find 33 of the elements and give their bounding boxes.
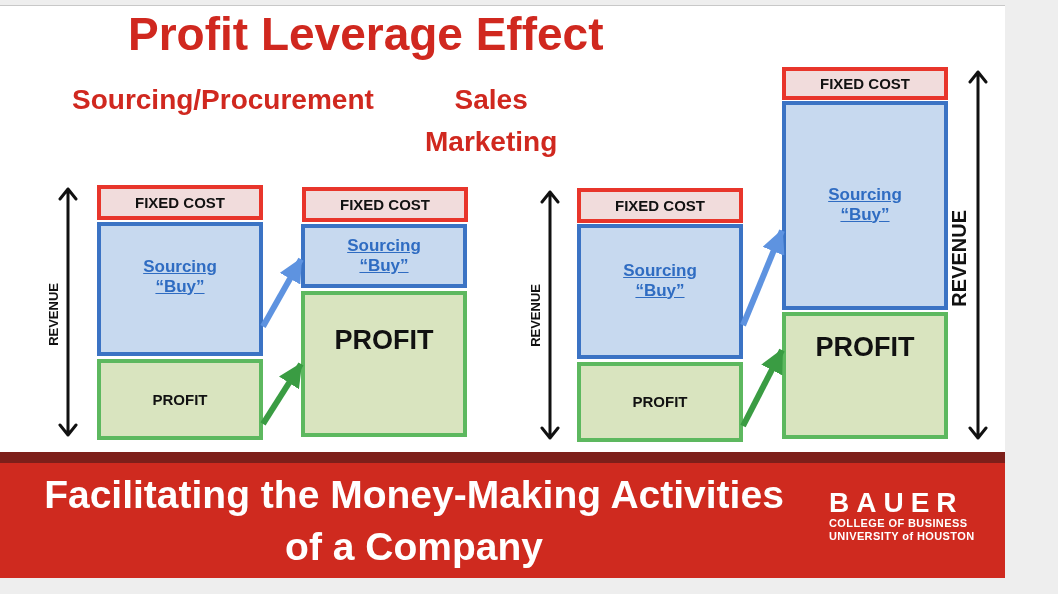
sourcing-segment xyxy=(301,224,467,288)
fixed-cost-segment xyxy=(577,188,743,223)
fixed-cost-segment xyxy=(782,67,948,100)
school-subtitle: COLLEGE OF BUSINESS xyxy=(829,518,968,529)
sourcing-segment xyxy=(97,222,263,356)
profit-segment xyxy=(301,291,467,437)
sourcing-link: Sourcing “Buy” xyxy=(623,261,697,301)
section-heading: Sourcing/Procurement xyxy=(72,86,374,114)
segment-label: FIXED COST xyxy=(615,196,705,215)
sourcing-link: Sourcing “Buy” xyxy=(347,236,421,276)
segment-label: PROFIT xyxy=(815,332,915,364)
university-name: UNIVERSITY of HOUSTON xyxy=(829,531,975,542)
profit-segment xyxy=(577,362,743,442)
axis-label: REVENUE xyxy=(47,283,60,346)
sourcing-segment xyxy=(577,224,743,359)
fixed-cost-segment xyxy=(302,187,468,222)
section-heading: Sales Marketing xyxy=(425,83,558,159)
segment-label: FIXED COST xyxy=(135,193,225,212)
profit-segment xyxy=(782,312,948,439)
axis-label: REVENUE xyxy=(949,210,969,307)
segment-label: FIXED COST xyxy=(340,195,430,214)
sourcing-segment xyxy=(782,101,948,310)
segment-label: PROFIT xyxy=(334,325,434,357)
school-name: BAUER xyxy=(829,489,964,517)
axis-label: REVENUE xyxy=(529,284,542,347)
segment-label: PROFIT xyxy=(632,393,688,411)
profit-segment xyxy=(97,359,263,440)
segment-label: FIXED COST xyxy=(820,74,910,93)
fixed-cost-segment xyxy=(97,185,263,220)
banner-caption: Facilitating the Money-Making Activities of a Company xyxy=(44,473,784,568)
sourcing-link: Sourcing “Buy” xyxy=(143,257,217,297)
sourcing-link: Sourcing “Buy” xyxy=(828,185,902,225)
segment-label: PROFIT xyxy=(152,390,208,409)
